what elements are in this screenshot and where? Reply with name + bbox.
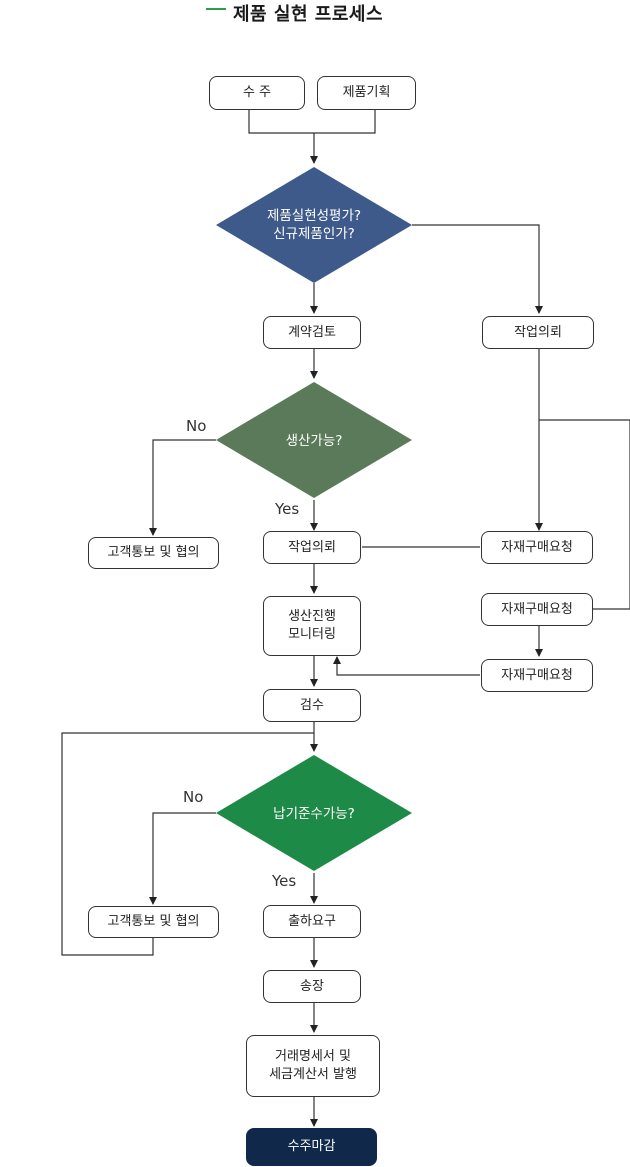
statement-box: 거래명세서 및 세금계산서 발행 [246, 1035, 380, 1097]
work-request-top-box: 작업의뢰 [482, 316, 594, 349]
customer-notify-box-2: 고객통보 및 협의 [88, 906, 219, 938]
decision2-diamond [216, 382, 412, 498]
material-request-box-1: 자재구매요청 [481, 531, 593, 564]
page-title: 제품 실현 프로세스 [233, 4, 384, 25]
customer-notify-box-1: 고객통보 및 협의 [88, 537, 219, 569]
connector-material3-monitor [333, 656, 480, 676]
inspection-box: 검수 [263, 689, 361, 722]
invoice-box: 송장 [263, 970, 361, 1003]
shipment-request-box: 출하요구 [263, 905, 361, 938]
work-request-mid-box: 작업의뢰 [263, 531, 361, 564]
production-monitoring-box: 생산진행 모니터링 [263, 596, 361, 656]
material-request-box-2: 자재구매요청 [481, 593, 593, 626]
planning-box: 제품기획 [317, 76, 416, 110]
order-close-box: 수주마감 [246, 1128, 377, 1166]
decision2-label: 생산가능? [285, 432, 343, 449]
connector-d2-no [149, 439, 216, 536]
connector-branch-material2 [539, 419, 630, 610]
decision3-yes-label: Yes [272, 872, 297, 890]
connector-loop-back [61, 732, 314, 956]
decision2-no-label: No [186, 417, 207, 435]
decision2-yes-label: Yes [275, 500, 300, 518]
decision1-diamond [216, 167, 412, 283]
connector-d3-no [149, 812, 216, 905]
decision3-diamond [216, 755, 412, 871]
contract-review-box: 계약검토 [263, 316, 361, 349]
connector-order-merge [248, 110, 376, 134]
decision1-label: 제품실현성평가? 신규제품인가? [266, 207, 362, 242]
connector-d1-workrequest [412, 224, 543, 314]
material-request-box-3: 자재구매요청 [481, 659, 593, 692]
title-accent-dash [206, 8, 226, 10]
page-title-block: 제품 실현 프로세스 [0, 0, 630, 30]
decision3-no-label: No [183, 788, 204, 806]
order-box: 수 주 [209, 76, 305, 110]
decision3-label: 납기준수가능? [273, 805, 355, 822]
